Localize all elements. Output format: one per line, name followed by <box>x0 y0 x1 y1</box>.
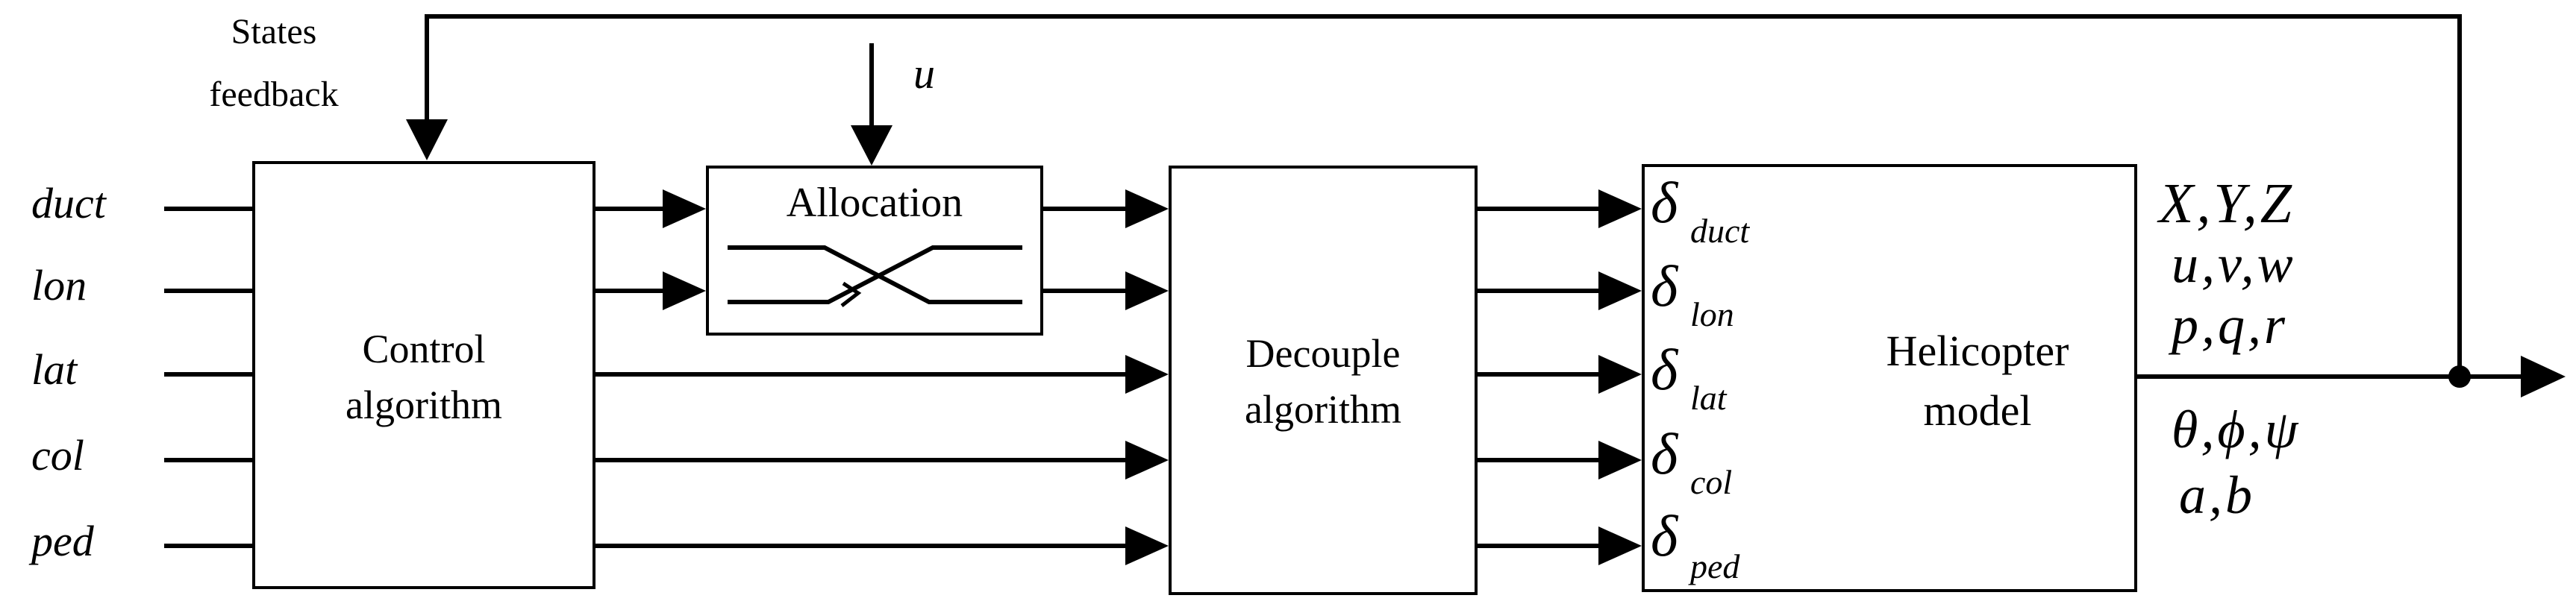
control-algorithm-block <box>252 161 595 589</box>
decouple-block-line2: algorithm <box>1245 387 1401 432</box>
output-uvw: u,v,w <box>2172 234 2296 294</box>
input-label-col: col <box>31 431 84 479</box>
input-label-lon: lon <box>31 261 87 309</box>
delta-symbol-col: δ <box>1651 421 1679 486</box>
output-ab: a,b <box>2179 465 2255 525</box>
allocation-block <box>706 166 1043 336</box>
u-arrow <box>851 43 892 166</box>
delta-sub-ped: ped <box>1688 547 1740 585</box>
delta-sub-lat: lat <box>1690 379 1728 417</box>
input-label-lat: lat <box>31 345 78 394</box>
helicopter-model-block <box>1642 164 2137 592</box>
output-arrow <box>2136 356 2566 397</box>
input-lines <box>164 207 254 548</box>
delta-symbol-duct: δ <box>1651 170 1679 235</box>
output-states: X,Y,Z u,v,w p,q,r θ,ϕ,ψ a,b <box>2157 172 2301 525</box>
control-to-decouple-arrows <box>594 355 1169 565</box>
decouple-algorithm-block <box>1169 166 1478 595</box>
allocation-input-u: u <box>913 49 935 98</box>
output-euler: θ,ϕ,ψ <box>2172 400 2301 459</box>
delta-symbol-lat: δ <box>1651 337 1679 402</box>
delta-sub-col: col <box>1690 463 1732 501</box>
feedback-label-line1: States <box>231 12 317 51</box>
input-labels: duct lon lat col ped <box>28 179 107 565</box>
control-block-line2: algorithm <box>346 383 502 427</box>
output-xyz: X,Y,Z <box>2157 172 2295 235</box>
control-to-allocation-arrows <box>594 189 706 310</box>
allocation-label: Allocation <box>787 180 963 226</box>
output-pqr: p,q,r <box>2168 295 2288 355</box>
delta-symbol-lon: δ <box>1651 254 1679 318</box>
input-label-ped: ped <box>28 517 95 565</box>
decouple-to-helicopter-arrows <box>1476 189 1642 565</box>
delta-sub-lon: lon <box>1690 295 1734 333</box>
feedback-label-line2: feedback <box>209 75 338 114</box>
decouple-block-line1: Decouple <box>1246 331 1401 376</box>
allocation-to-decouple-arrows <box>1042 189 1169 310</box>
delta-inputs: δ duct δ lon δ lat δ col δ ped <box>1651 170 1750 585</box>
delta-symbol-ped: δ <box>1651 503 1679 568</box>
delta-sub-duct: duct <box>1690 212 1750 250</box>
input-label-duct: duct <box>31 179 107 227</box>
helicopter-block-line1: Helicopter <box>1886 327 2069 375</box>
crossover-symbol <box>728 245 1022 307</box>
control-block-line1: Control <box>362 327 485 371</box>
helicopter-block-line2: model <box>1924 386 2032 435</box>
